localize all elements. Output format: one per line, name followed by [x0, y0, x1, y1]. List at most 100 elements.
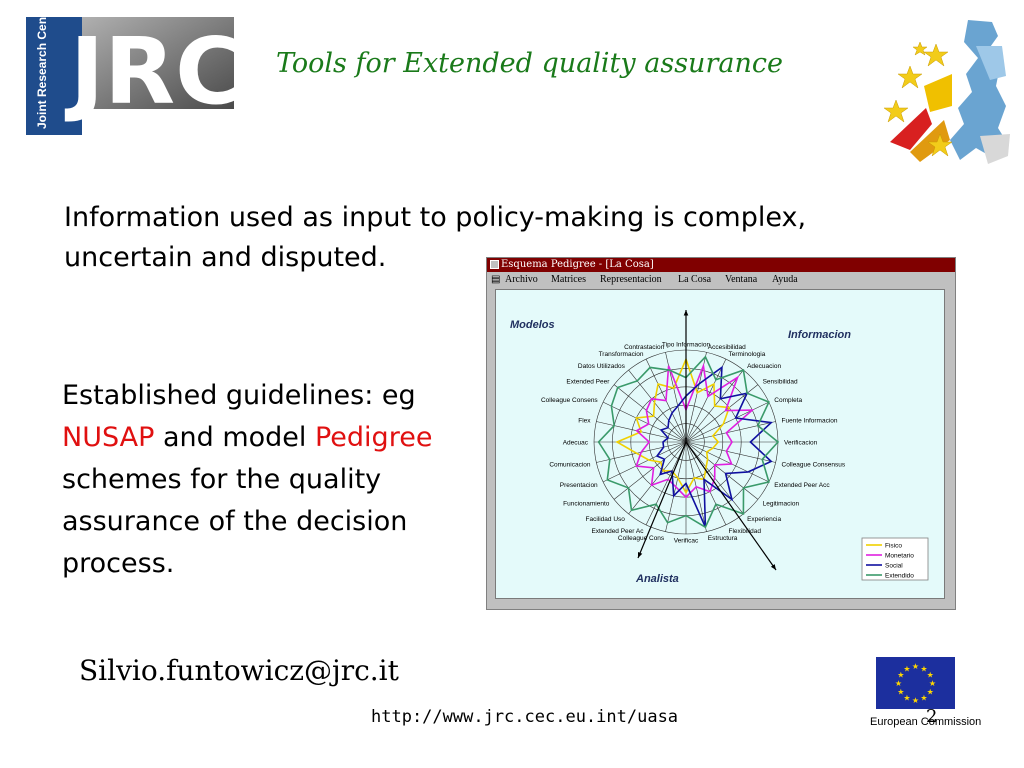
guidelines-part2: and model	[154, 422, 315, 453]
radar-axis-label: Colleague Consensus	[782, 461, 846, 468]
radar-axis-label: Adecuacion	[747, 363, 781, 370]
radar-spoke	[685, 401, 770, 443]
guidelines-text: Established guidelines: eg NUSAP and mod…	[62, 375, 482, 585]
pedigree-app-window: Esquema Pedigree - [La Cosa] ▤ Archivo M…	[486, 257, 956, 610]
window-title: Esquema Pedigree - [La Cosa]	[501, 259, 654, 270]
radar-spoke	[628, 369, 687, 443]
jrc-logo: JRC Joint Research Centre	[26, 1, 243, 135]
radar-axis-label: Terminologia	[729, 351, 766, 358]
menu-la-cosa[interactable]: La Cosa	[678, 274, 712, 285]
radar-spoke	[685, 441, 759, 500]
window-menubar: ▤ Archivo Matrices Representacion La Cos…	[487, 272, 955, 288]
european-commission-label: European Commission	[870, 716, 982, 728]
radar-axis-label: Adecuac	[563, 440, 589, 447]
radar-spoke	[645, 441, 687, 526]
radar-axis-label: Extended Peer Ac	[591, 528, 644, 535]
radar-spoke	[602, 401, 687, 443]
legend-label: Social	[885, 563, 903, 570]
svg-text:JRC: JRC	[64, 18, 234, 125]
radar-axis-label: Facilidad Uso	[586, 516, 626, 523]
radar-axis-label: Completa	[774, 397, 802, 404]
eu-star-icon: ★	[927, 671, 934, 680]
radar-series-social	[655, 365, 773, 528]
radar-axis-label: Experiencia	[747, 516, 781, 523]
radar-spoke	[685, 358, 727, 443]
radar-axis-label: Extended Peer	[566, 378, 610, 385]
legend-label: Extendido	[885, 573, 914, 580]
radar-axis-label: Colleague Consens	[541, 397, 598, 404]
eu-star-icon: ★	[927, 688, 934, 697]
radar-spoke	[602, 441, 687, 483]
radar-axis-label: Accesibilidad	[708, 344, 746, 351]
radar-axis-label: Comunicacion	[549, 461, 591, 468]
radar-axis-label: Contrastacion	[624, 344, 664, 351]
eu-star-icon: ★	[912, 696, 919, 705]
eu-star-icon: ★	[920, 664, 927, 673]
axis-arrow-down-left	[637, 441, 687, 559]
radar-axis-label: Legitimacion	[763, 501, 800, 508]
eu-star-icon: ★	[895, 679, 902, 688]
eu-star-icon: ★	[897, 671, 904, 680]
radar-axis-label: Presentacion	[560, 482, 598, 489]
eu-stars-map-logo	[880, 16, 1012, 168]
pedigree-term: Pedigree	[314, 422, 433, 453]
menu-ayuda[interactable]: Ayuda	[772, 274, 798, 285]
radar-axis-label: Fuente Informacion	[782, 418, 838, 425]
guidelines-part3: schemes for the quality assurance of the…	[62, 464, 408, 579]
contact-email: Silvio.funtowicz@jrc.it	[79, 654, 399, 687]
radar-series-fisico	[615, 356, 731, 495]
quadrant-label-modelos: Modelos	[510, 319, 555, 331]
radar-spoke	[685, 441, 770, 483]
pedigree-radar-chart: Tipo InformacionAccesibilidadTerminologi…	[510, 310, 929, 585]
radar-axis-label: Datos Utilizados	[578, 363, 626, 370]
axis-arrow-down-right	[685, 441, 777, 571]
radar-axis-label: Colleague Cons	[618, 535, 665, 542]
page-number: 2	[926, 706, 938, 727]
radar-axis-label: Verificac	[674, 538, 699, 545]
eu-star-icon: ★	[903, 694, 910, 703]
menu-ventana[interactable]: Ventana	[725, 274, 758, 285]
quadrant-label-analista: Analista	[635, 573, 679, 585]
radar-axis-label: Transformacion	[599, 351, 644, 358]
intro-text: Information used as input to policy-maki…	[64, 202, 807, 273]
radar-axis-label: Flex	[578, 418, 591, 425]
legend-label: Monetario	[885, 553, 914, 560]
quadrant-label-informacion: Informacion	[788, 329, 851, 341]
radar-spoke	[685, 441, 776, 463]
slide-title: Tools for Extended quality assurance	[276, 48, 783, 79]
footer-url: http://www.jrc.cec.eu.int/uasa	[371, 707, 679, 727]
legend-label: Fisico	[885, 543, 902, 550]
radar-series-extendido	[597, 355, 780, 529]
menu-doc-icon: ▤	[491, 274, 501, 285]
eu-star-icon: ★	[897, 688, 904, 697]
eu-flag-icon: ★★★★★★★★★★★★	[876, 657, 955, 709]
axis-arrow-down-right-head	[770, 564, 776, 570]
window-titlebar: Esquema Pedigree - [La Cosa]	[487, 258, 955, 272]
radar-axis-label: Verificacion	[784, 440, 818, 447]
radar-spoke	[685, 421, 776, 443]
radar-axis-label: Sensibilidad	[763, 378, 798, 385]
axis-arrow-up-head	[683, 310, 689, 316]
radar-axis-label: Funcionamiento	[563, 501, 610, 508]
radar-axis-label: Flexibilidad	[729, 528, 762, 535]
axis-arrow-down-left-head	[638, 552, 643, 558]
menu-representacion[interactable]: Representacion	[600, 274, 662, 285]
guidelines-part1: Established guidelines: eg	[62, 380, 416, 411]
radar-spoke	[628, 441, 687, 515]
svg-text:Joint Research Centre: Joint Research Centre	[35, 17, 49, 129]
eu-star-icon: ★	[912, 662, 919, 671]
eu-star-icon: ★	[903, 664, 910, 673]
menu-archivo[interactable]: Archivo	[505, 274, 538, 285]
radar-spoke	[613, 384, 687, 443]
radar-axis-label: Extended Peer Acc	[774, 482, 830, 489]
eu-star-icon: ★	[920, 694, 927, 703]
nusap-term: NUSAP	[62, 422, 155, 453]
radar-spoke	[685, 441, 727, 526]
radar-series-monetario	[635, 362, 755, 499]
menu-matrices[interactable]: Matrices	[551, 274, 586, 285]
eu-star-icon: ★	[929, 679, 936, 688]
radar-axis-label: Estructura	[708, 535, 738, 542]
app-icon	[490, 260, 499, 269]
radar-spoke	[613, 441, 687, 500]
